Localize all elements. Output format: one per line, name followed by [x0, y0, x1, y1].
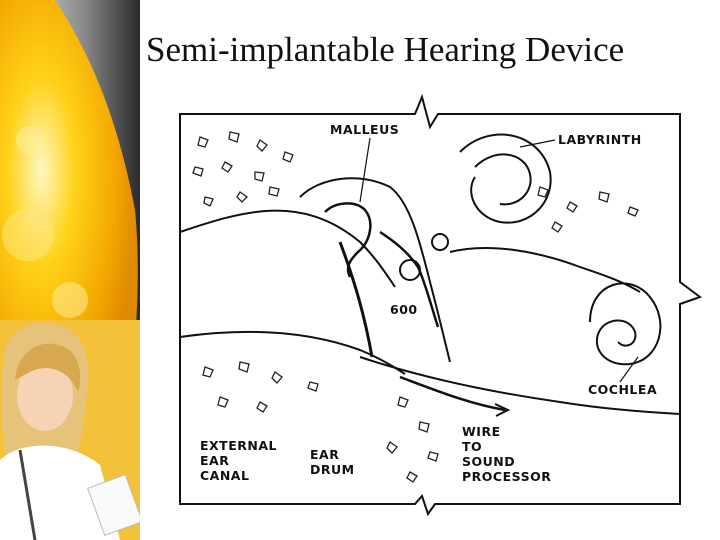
svg-text:WIRE: WIRE — [462, 424, 501, 439]
label-malleus: MALLEUS — [330, 122, 399, 137]
middle-ear-cavity — [299, 177, 451, 363]
device-coil — [431, 233, 449, 251]
label-cochlea: COCHLEA — [588, 382, 657, 397]
svg-text:EXTERNAL: EXTERNAL — [200, 438, 277, 453]
ear-anatomy-diagram: MALLEUS LABYRINTH 600 COCHLEA EXTERNAL E… — [179, 93, 703, 517]
malleus-bone — [324, 202, 372, 278]
ear-canal-lower-wall — [179, 330, 406, 375]
label-ear-drum: EAR DRUM — [310, 447, 355, 477]
label-labyrinth: LABYRINTH — [558, 132, 642, 147]
bone-texture — [192, 131, 639, 483]
svg-text:EAR: EAR — [200, 453, 229, 468]
side-panel-artwork — [0, 0, 140, 540]
svg-text:DRUM: DRUM — [310, 462, 355, 477]
wire-arrow — [494, 403, 511, 417]
ear-drum — [338, 241, 374, 358]
device-body — [379, 230, 440, 328]
svg-text:CANAL: CANAL — [200, 468, 249, 483]
ear-canal-upper-wall — [179, 209, 396, 288]
svg-text:TO: TO — [462, 439, 482, 454]
labyrinth-canal-inner — [474, 153, 532, 206]
vestibule — [449, 247, 641, 293]
cochlea-spiral — [589, 282, 662, 366]
device-magnet — [399, 259, 421, 281]
wire-to-processor — [399, 375, 506, 412]
svg-text:EAR: EAR — [310, 447, 339, 462]
slide-title: Semi-implantable Hearing Device — [146, 30, 625, 69]
label-external-ear-canal: EXTERNAL EAR CANAL — [200, 438, 277, 483]
labyrinth-canal — [459, 133, 552, 224]
decorative-side-panel — [0, 0, 140, 540]
bone-lower-boundary — [359, 356, 681, 415]
svg-text:SOUND: SOUND — [462, 454, 515, 469]
label-device-600: 600 — [390, 302, 418, 317]
diagram-frame — [179, 93, 703, 517]
label-wire-to-sound-processor: WIRE TO SOUND PROCESSOR — [462, 424, 551, 484]
svg-text:PROCESSOR: PROCESSOR — [462, 469, 551, 484]
